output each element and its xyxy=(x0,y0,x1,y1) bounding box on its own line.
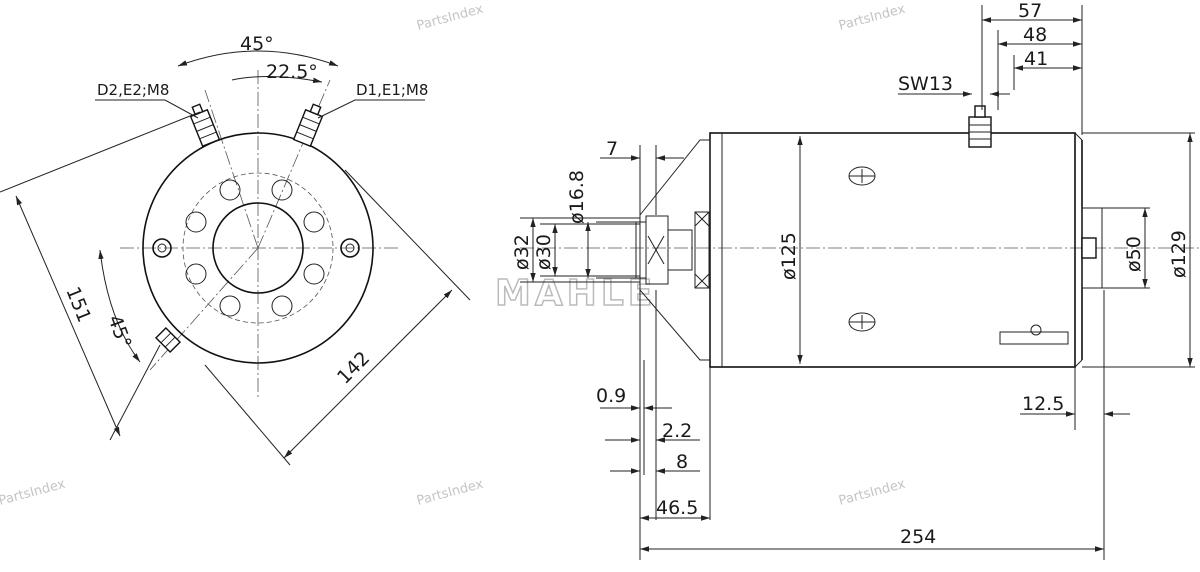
dim-7-label: 7 xyxy=(606,138,618,160)
side-view: 57 48 41 SW13 7 ø16.8 ø32 ø30 ø125 xyxy=(511,0,1200,560)
shaft-bore xyxy=(212,202,304,294)
bracket xyxy=(999,331,1069,345)
flange xyxy=(639,139,711,361)
ext-line xyxy=(109,344,161,441)
dim-129-label: ø129 xyxy=(1168,230,1190,278)
side-terminal-icon xyxy=(968,105,992,148)
watermarks: PartsIndex PartsIndex PartsIndex PartsIn… xyxy=(0,2,907,509)
center-line-angled xyxy=(257,79,331,249)
center-line-angled xyxy=(204,89,259,249)
leader-right xyxy=(317,99,425,119)
terminal-right-icon xyxy=(292,103,324,148)
angle-side-label: 45° xyxy=(103,312,135,351)
mounting-hole-right xyxy=(340,238,360,258)
ground-terminal-icon xyxy=(154,326,182,354)
bolt-circle xyxy=(182,172,334,324)
bolt-holes xyxy=(185,179,325,317)
mahle-logo: MAHLE xyxy=(495,273,656,314)
dim-57-label: 57 xyxy=(1018,0,1042,22)
dim-125-label: ø125 xyxy=(778,232,800,280)
dim-142-line xyxy=(283,289,453,459)
dim-46-5-label: 46.5 xyxy=(656,497,698,519)
screw-icon xyxy=(848,166,876,186)
dim-2-2-label: 2.2 xyxy=(662,420,692,442)
dim-50-label: ø50 xyxy=(1123,236,1145,272)
end-bolt xyxy=(1081,237,1097,259)
screw-icon xyxy=(848,312,876,332)
terminal-left-icon xyxy=(189,103,221,148)
dim-12-5-label: 12.5 xyxy=(1022,393,1064,415)
watermark: PartsIndex xyxy=(837,477,907,509)
angle-inner-label: 22.5° xyxy=(266,61,318,83)
dim-41-label: 41 xyxy=(1024,48,1048,70)
ext-line xyxy=(344,169,471,301)
dim-8-label: 8 xyxy=(676,451,688,473)
angle-arc-45 xyxy=(177,50,339,67)
dim-142-label: 142 xyxy=(333,347,374,388)
motor-housing-circle xyxy=(142,132,374,364)
terminal-left-label: D2,E2;M8 xyxy=(97,81,169,99)
dim-30-label: ø30 xyxy=(533,234,555,270)
watermark: PartsIndex xyxy=(837,2,907,34)
watermark: PartsIndex xyxy=(415,2,485,34)
dim-151-label: 151 xyxy=(61,284,95,326)
dim-151-line xyxy=(15,195,121,437)
watermark: PartsIndex xyxy=(415,477,485,509)
angle-top-label: 45° xyxy=(240,33,274,55)
center-line-angled xyxy=(149,247,259,371)
terminal-right-label: D1,E1;M8 xyxy=(356,81,428,99)
dim-32-label: ø32 xyxy=(511,234,533,270)
watermark: PartsIndex xyxy=(0,477,67,509)
mounting-hole-left xyxy=(152,238,172,258)
front-view: 45° 22.5° 45° D2,E2;M8 D1,E1;M8 151 142 xyxy=(0,33,471,466)
dim-0-9-label: 0.9 xyxy=(596,385,626,407)
angle-arc-22 xyxy=(231,75,323,83)
dim-16-8-label: ø16.8 xyxy=(566,170,588,224)
wrench-size-label: SW13 xyxy=(898,73,953,95)
dim-48-label: 48 xyxy=(1023,24,1047,46)
leader-left xyxy=(95,99,199,119)
ext-line xyxy=(0,111,201,193)
ext-line xyxy=(204,364,291,466)
dim-254-label: 254 xyxy=(900,526,936,548)
